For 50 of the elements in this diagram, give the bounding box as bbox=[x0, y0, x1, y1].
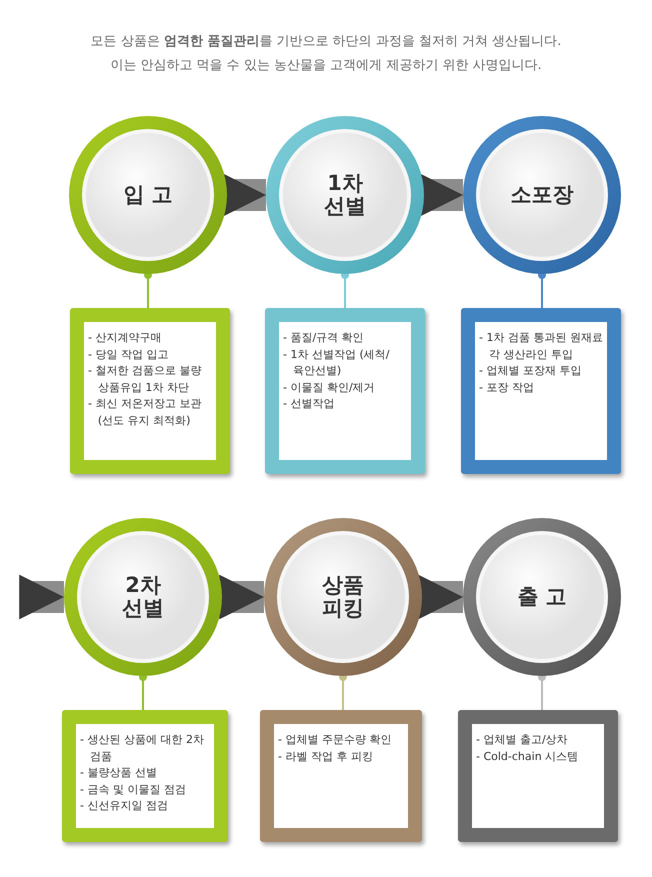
note-card bbox=[62, 710, 228, 842]
intro-text: 모든 상품은 엄격한 품질관리를 기반으로 하단의 과정을 철저히 거쳐 생산됩니다. bbox=[90, 33, 562, 50]
step-label: 상품 피킹 bbox=[321, 574, 365, 620]
chevron-arrow bbox=[221, 172, 266, 218]
intro-text: 이는 안심하고 먹을 수 있는 농산물을 고객에게 제공하기 위한 사명입니다. bbox=[109, 57, 543, 74]
step-label: 소포장 bbox=[510, 183, 574, 207]
connector-line bbox=[538, 673, 546, 710]
note-card bbox=[461, 308, 621, 474]
chevron-arrow bbox=[19, 574, 64, 620]
step-circle bbox=[63, 517, 223, 677]
list-item: - 당일 작업 입고 bbox=[88, 346, 170, 362]
note-card bbox=[265, 308, 425, 474]
list-item: - Cold-chain 시스템 bbox=[476, 748, 580, 764]
list-item: - 산지계약구매 bbox=[88, 330, 162, 346]
step-label: 1차 선별 bbox=[323, 172, 367, 218]
note-card bbox=[458, 710, 618, 842]
list-item: - 이물질 확인/제거 bbox=[283, 380, 376, 396]
list-item: - 선별작업 bbox=[283, 396, 336, 412]
connector-line bbox=[339, 673, 347, 710]
list-item: - 신선유지일 점검 bbox=[80, 798, 169, 814]
connector-line bbox=[139, 673, 147, 710]
step-circle bbox=[263, 517, 423, 677]
list-item: - 생산된 상품에 대한 2차 검품 bbox=[80, 732, 205, 764]
list-item: - 업체별 출고/상차 bbox=[476, 732, 569, 748]
list-item: - 철저한 검품으로 불량 상품유입 1차 차단 bbox=[88, 363, 202, 396]
step-circle bbox=[462, 115, 622, 275]
connector-line bbox=[341, 271, 349, 308]
list-item: - 업체별 주문수량 확인 bbox=[278, 732, 392, 748]
step-label: 2차 선별 bbox=[121, 574, 165, 620]
step-circle bbox=[462, 517, 622, 677]
note-card bbox=[260, 710, 422, 842]
list-item: - 품질/규격 확인 bbox=[283, 330, 365, 346]
list-item: - 업체별 포장재 투입 bbox=[479, 363, 582, 379]
list-item: - 1차 선별작업 (세척/육안선별) bbox=[283, 346, 390, 379]
list-item: - 불량상품 선별 bbox=[80, 765, 158, 781]
chevron-arrow bbox=[219, 574, 264, 620]
list-item: - 1차 검품 통과된 원재료 각 생산라인 투입 bbox=[479, 330, 604, 362]
list-item: - 최신 저온저장고 보관 (선도 유지 최적화) bbox=[88, 396, 202, 428]
chevron-arrow bbox=[418, 172, 463, 218]
note-card bbox=[70, 308, 230, 474]
step-circle bbox=[265, 115, 425, 275]
connector-line bbox=[538, 271, 546, 308]
step-label: 입 고 bbox=[122, 183, 174, 207]
chevron-arrow bbox=[418, 574, 463, 620]
list-item: - 금속 및 이물질 점검 bbox=[80, 782, 187, 798]
list-item: - 포장 작업 bbox=[479, 380, 535, 396]
step-circle bbox=[68, 115, 228, 275]
list-item: - 라벨 작업 후 피킹 bbox=[278, 748, 374, 764]
connector-line bbox=[144, 271, 152, 308]
step-label: 출 고 bbox=[516, 585, 568, 609]
